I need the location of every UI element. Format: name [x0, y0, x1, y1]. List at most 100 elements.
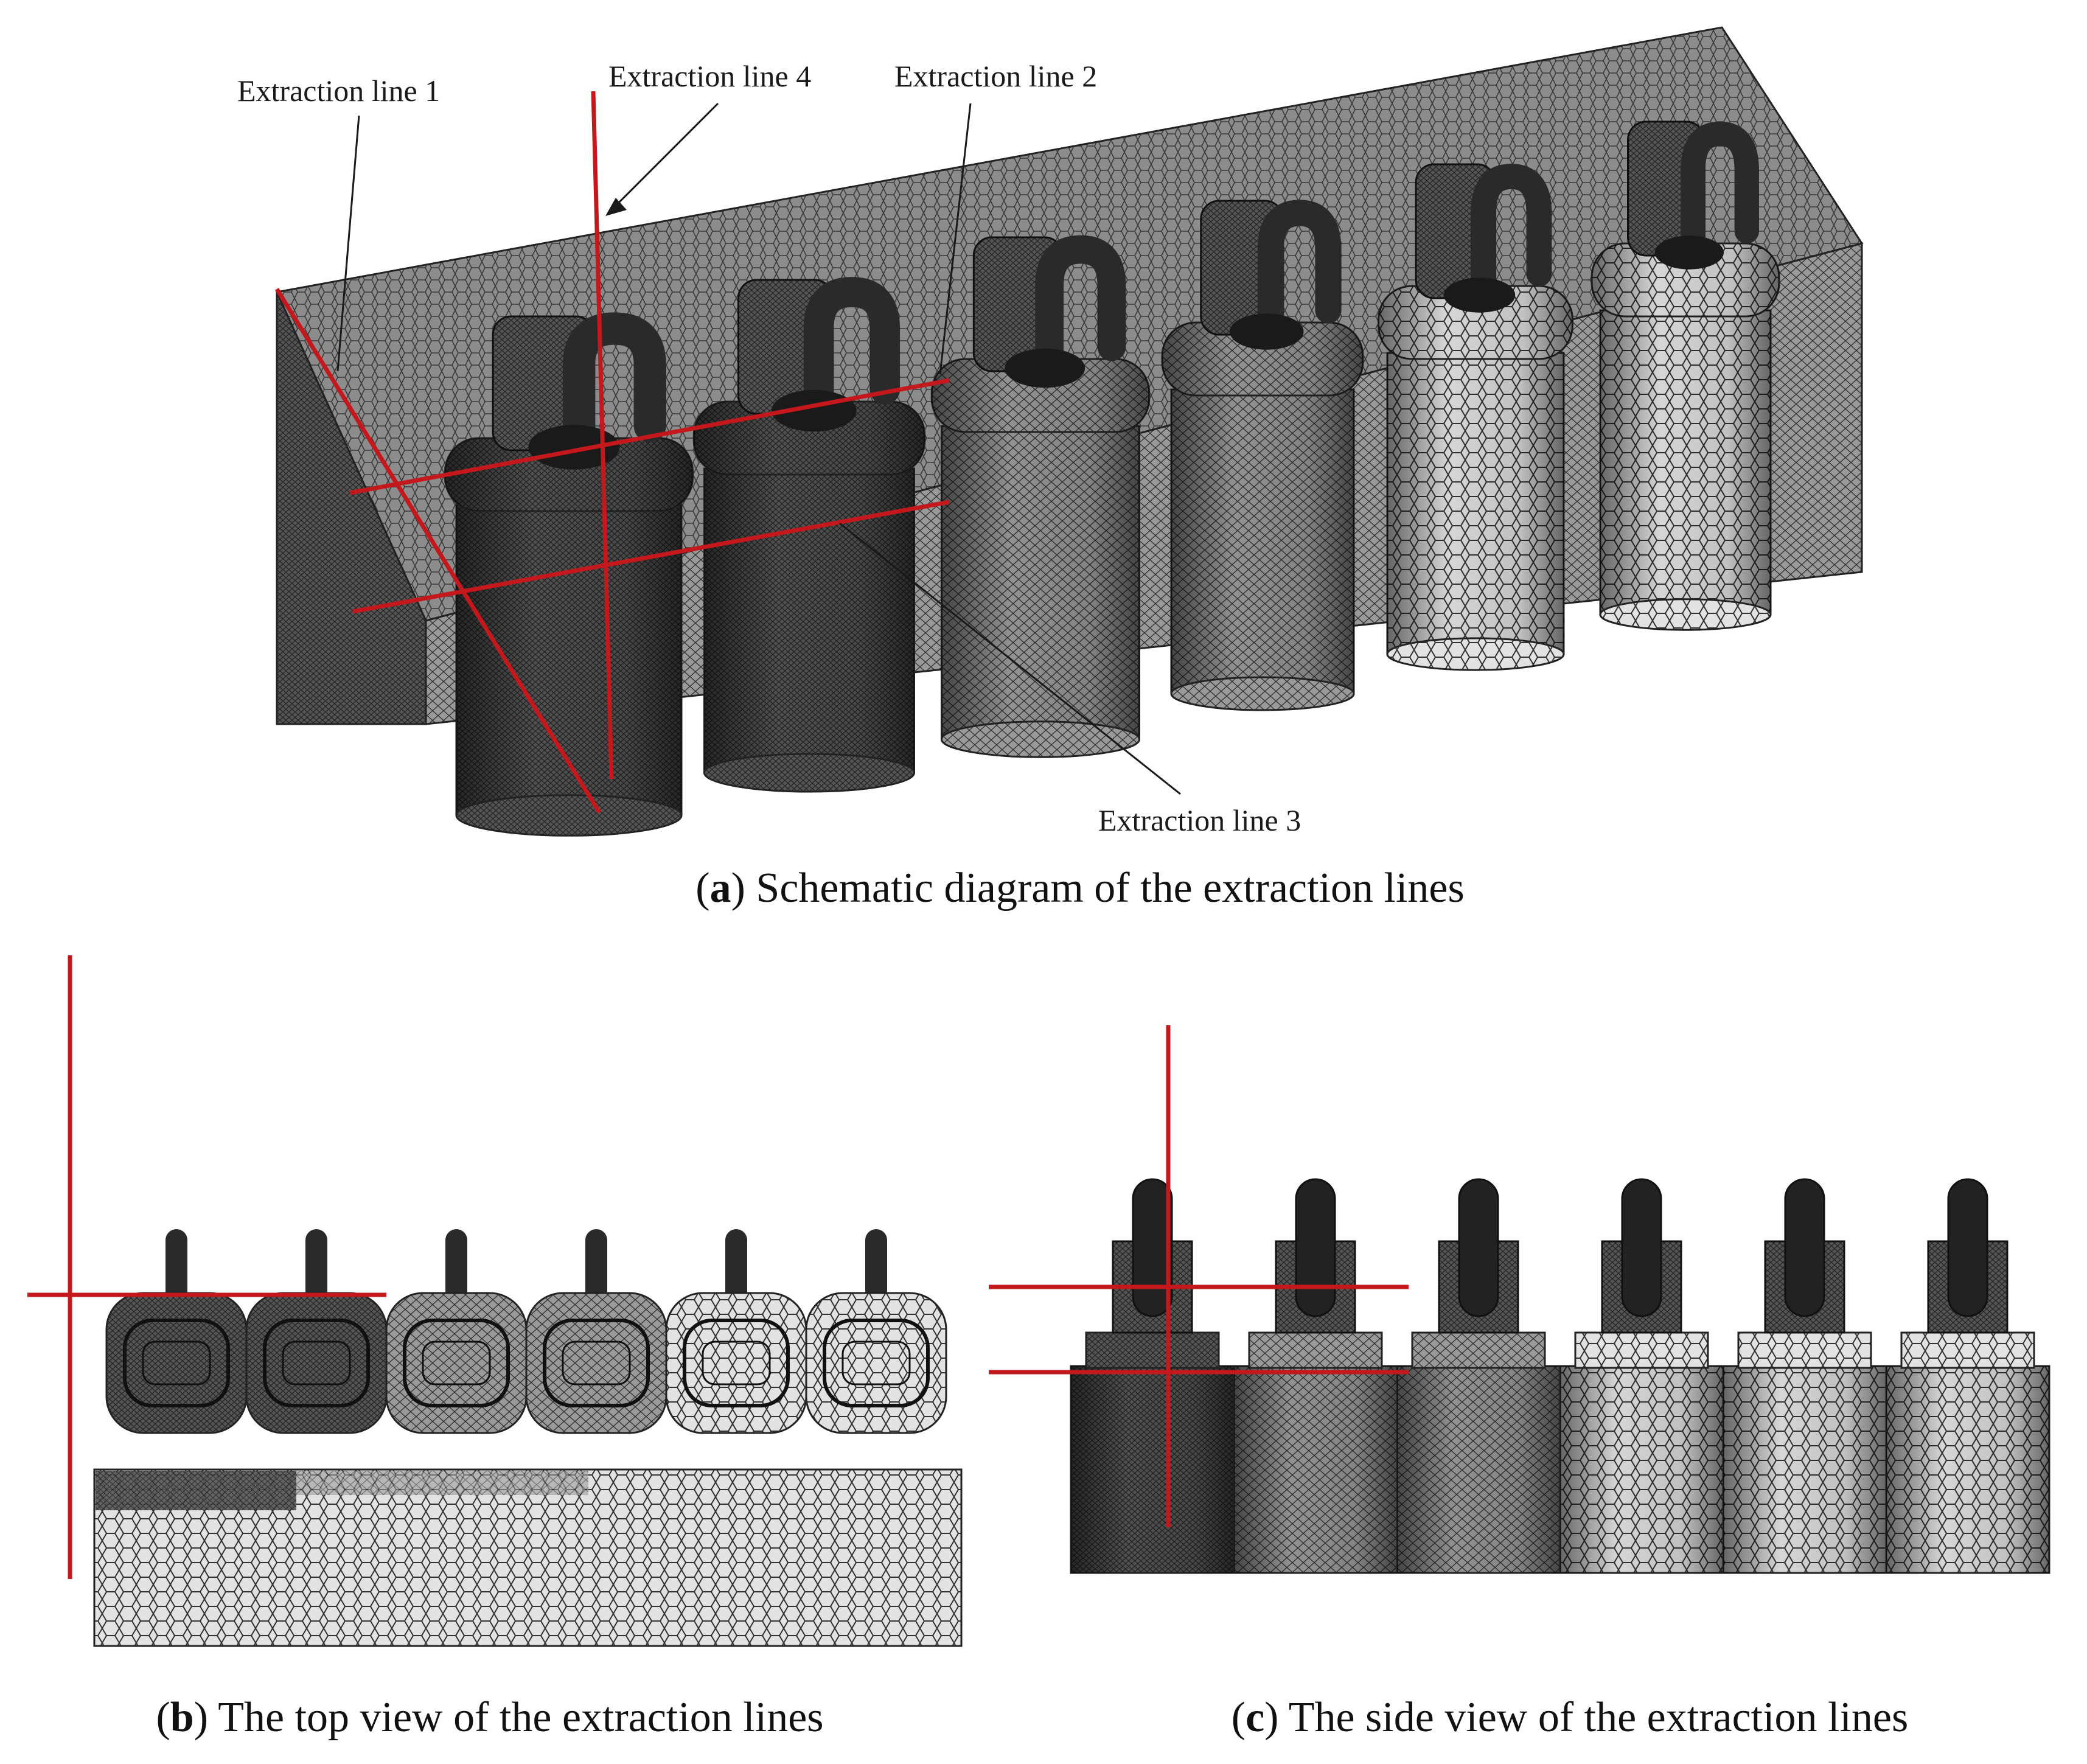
caption-b-text: The top view of the extraction lines — [218, 1694, 823, 1741]
caption-c-letter: c — [1246, 1694, 1264, 1741]
side-view-shoulder — [1411, 1331, 1546, 1369]
vessel-b-5 — [665, 1229, 807, 1434]
vessel-pipe — [1257, 200, 1342, 342]
side-view-shoulder — [1737, 1331, 1872, 1369]
top-view-vessel-ring — [403, 1319, 510, 1407]
vessel-body-shading — [1171, 389, 1354, 694]
vessel-bottom — [1170, 676, 1355, 711]
top-view-vessel-ring — [683, 1319, 790, 1407]
vessel-c-5 — [1722, 1178, 1887, 1574]
top-view-vessel-core — [282, 1340, 351, 1386]
top-view-pipe — [305, 1229, 327, 1302]
top-view-vessel-ring — [263, 1319, 370, 1407]
vessel-body-shading — [704, 469, 915, 773]
vessel-body-shading — [1600, 310, 1771, 615]
top-view-vessel-ring — [543, 1319, 650, 1407]
vessel-group-a — [444, 120, 1780, 837]
side-view-pipe — [1132, 1178, 1173, 1317]
top-view-pipe — [865, 1229, 887, 1302]
top-view-vessel-core — [841, 1340, 911, 1386]
vessel-lid-shading — [694, 402, 925, 475]
top-view-duct-dense-region — [96, 1471, 296, 1510]
extraction-lines-b — [27, 955, 386, 1579]
vessel-b-1 — [105, 1229, 248, 1434]
vessel-c-6 — [1885, 1178, 2050, 1574]
vessel-group-b — [105, 1229, 947, 1434]
extraction-line-1 — [275, 288, 601, 814]
vessel-pipe — [1681, 121, 1759, 262]
vessel-bottom — [1599, 598, 1772, 631]
extraction-line-4 — [591, 91, 614, 779]
side-view-body-shading — [1560, 1366, 1723, 1573]
vessel-pipe — [1471, 164, 1552, 305]
caption-c: (c) The side view of the extraction line… — [1232, 1694, 1909, 1741]
extraction-lines-a — [275, 91, 950, 814]
leader-line-3 — [839, 522, 1181, 795]
vessel-bottom — [703, 753, 915, 793]
label-extraction-line-1: Extraction line 1 — [237, 74, 440, 108]
vessel-c-1 — [1070, 1178, 1235, 1574]
vessel-pipe — [563, 312, 666, 461]
side-view-pipe — [1784, 1178, 1825, 1317]
leader-line-1 — [336, 115, 360, 372]
vessel-body-shading — [1387, 353, 1564, 654]
vessel-lid-shading — [932, 359, 1149, 432]
vessel-c-4 — [1559, 1178, 1724, 1574]
vessel-a-2 — [692, 277, 926, 793]
vessel-body-shading — [456, 505, 681, 815]
vessel-a-4 — [1161, 200, 1364, 711]
vessel-group-c — [1070, 1178, 2050, 1574]
side-view-body-shading — [1397, 1366, 1560, 1573]
side-view-body-shading — [1071, 1366, 1234, 1573]
top-view-duct-mid-region — [296, 1471, 588, 1495]
vessel-a-3 — [930, 235, 1151, 758]
side-view-body-shading — [1886, 1366, 2049, 1573]
caption-a-text: Schematic diagram of the extraction line… — [756, 865, 1464, 912]
vessel-c-3 — [1396, 1178, 1561, 1574]
leader-arrowhead-4 — [605, 198, 627, 216]
vessel-b-2 — [245, 1229, 388, 1434]
side-view-shoulder — [1085, 1331, 1220, 1369]
side-view-shoulder — [1574, 1331, 1709, 1369]
side-view-pipe — [1295, 1178, 1336, 1317]
vessel-outlet-hole — [1230, 313, 1304, 350]
vessel-b-6 — [805, 1229, 947, 1434]
top-view-pipe — [725, 1229, 747, 1302]
side-view-body-shading — [1234, 1366, 1397, 1573]
vessel-pipe — [1035, 235, 1126, 380]
vessel-a-5 — [1378, 163, 1573, 671]
top-view-pipe — [445, 1229, 467, 1302]
panel-a: Extraction line 1 Extraction line 4 Extr… — [237, 26, 1864, 912]
vessel-c-2 — [1233, 1178, 1398, 1574]
vessel-bottom — [941, 720, 1140, 758]
side-view-pipe — [1947, 1178, 1988, 1317]
vessel-lid-shading — [1378, 286, 1573, 359]
caption-a-letter: a — [710, 865, 731, 912]
vessel-b-4 — [525, 1229, 667, 1434]
extraction-lines-c — [989, 1025, 1409, 1527]
caption-a: (a) Schematic diagram of the extraction … — [695, 865, 1464, 912]
vessel-outlet-hole — [1443, 277, 1516, 313]
top-view-vessel-core — [562, 1340, 631, 1386]
top-view-pipe — [585, 1229, 607, 1302]
side-view-shoulder — [1900, 1331, 2035, 1369]
vessel-lid-shading — [1162, 322, 1363, 396]
panel-c: (c) The side view of the extraction line… — [989, 1025, 2050, 1741]
caption-b: (b) The top view of the extraction lines — [156, 1694, 823, 1741]
caption-b-letter: b — [170, 1694, 194, 1741]
vessel-lid-shading — [1592, 243, 1779, 316]
vessel-body-shading — [941, 426, 1140, 739]
leader-line-2 — [939, 103, 972, 375]
extraction-line-2 — [349, 378, 950, 495]
side-view-shoulder — [1248, 1331, 1383, 1369]
top-view-vessel-core — [702, 1340, 771, 1386]
vessel-lid-shading — [445, 438, 693, 511]
label-extraction-line-2: Extraction line 2 — [894, 59, 1097, 93]
vessel-pipe — [803, 277, 901, 423]
vessel-b-3 — [385, 1229, 528, 1434]
extraction-line-3 — [352, 500, 950, 614]
vessel-bottom — [455, 794, 683, 837]
vessel-a-6 — [1591, 120, 1780, 631]
side-view-pipe — [1621, 1178, 1662, 1317]
